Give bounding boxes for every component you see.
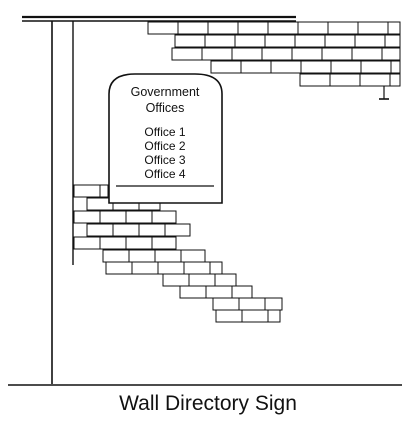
- brick: [270, 60, 302, 74]
- brick: [207, 21, 239, 35]
- brick: [329, 73, 361, 87]
- brick: [147, 21, 179, 35]
- brick: [128, 249, 156, 263]
- brick: [204, 34, 236, 48]
- brick-wall-lower: [73, 184, 283, 323]
- brick: [201, 47, 233, 61]
- brick: [294, 34, 326, 48]
- sign-plaque: [108, 73, 223, 204]
- brick: [99, 236, 127, 250]
- brick: [238, 297, 266, 311]
- brick: [125, 210, 153, 224]
- sign-office-4: Office 4: [144, 167, 186, 181]
- sign-title: Government Offices: [108, 84, 222, 116]
- brick: [171, 47, 203, 61]
- brick: [330, 60, 362, 74]
- brick: [300, 60, 332, 74]
- brick: [73, 210, 101, 224]
- sign-title-line-1: Government: [130, 85, 200, 99]
- brick: [354, 34, 386, 48]
- caption: Wall Directory Sign: [119, 392, 297, 415]
- brick: [125, 236, 153, 250]
- brick: [183, 261, 211, 275]
- brick: [297, 21, 329, 35]
- sign-title-line-2: Offices: [145, 101, 185, 115]
- brick: [324, 34, 356, 48]
- brick: [264, 297, 283, 311]
- brick: [177, 21, 209, 35]
- brick: [138, 223, 166, 237]
- brick: [261, 47, 293, 61]
- brick: [214, 273, 237, 287]
- brick: [174, 34, 206, 48]
- brick: [209, 261, 223, 275]
- brick: [73, 184, 101, 198]
- brick: [73, 236, 101, 250]
- brick: [180, 249, 206, 263]
- brick: [381, 47, 401, 61]
- brick: [267, 21, 299, 35]
- brick: [389, 73, 401, 87]
- brick: [210, 60, 242, 74]
- brick-wall-upper: [147, 21, 401, 87]
- brick: [321, 47, 353, 61]
- brick: [359, 73, 391, 87]
- brick: [351, 47, 383, 61]
- brick: [231, 285, 253, 299]
- brick: [234, 34, 266, 48]
- brick: [264, 34, 296, 48]
- brick: [360, 60, 392, 74]
- brick: [99, 184, 109, 198]
- brick: [231, 47, 263, 61]
- brick: [205, 285, 233, 299]
- brick: [112, 223, 140, 237]
- brick: [102, 249, 130, 263]
- brick: [154, 249, 182, 263]
- brick: [212, 297, 240, 311]
- brick: [357, 21, 389, 35]
- brick: [387, 21, 401, 35]
- brick: [162, 273, 190, 287]
- brick: [157, 261, 185, 275]
- brick: [267, 309, 281, 323]
- brick: [179, 285, 207, 299]
- brick: [86, 223, 114, 237]
- brick: [327, 21, 359, 35]
- sign-office-2: Office 2: [144, 139, 186, 153]
- sign-office-3: Office 3: [144, 153, 186, 167]
- brick: [105, 261, 133, 275]
- brick: [384, 34, 401, 48]
- brick: [291, 47, 323, 61]
- brick: [237, 21, 269, 35]
- brick: [151, 210, 177, 224]
- sign-office-1: Office 1: [144, 125, 186, 139]
- brick: [164, 223, 191, 237]
- brick: [241, 309, 269, 323]
- brick: [99, 210, 127, 224]
- brick: [299, 73, 331, 87]
- brick: [131, 261, 159, 275]
- brick: [390, 60, 401, 74]
- brick: [188, 273, 216, 287]
- brick: [151, 236, 177, 250]
- brick: [215, 309, 243, 323]
- brick: [240, 60, 272, 74]
